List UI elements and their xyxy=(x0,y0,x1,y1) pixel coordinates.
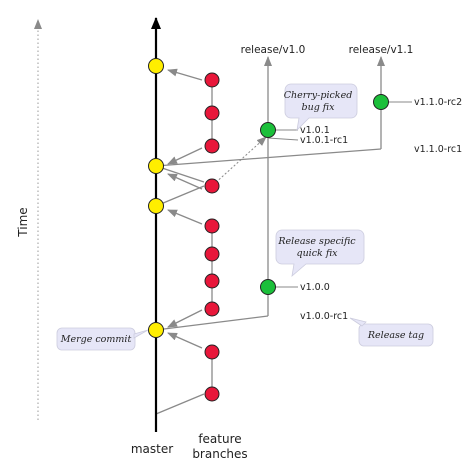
feature-commit xyxy=(204,344,220,360)
branch-line-release-v1-0 xyxy=(155,315,269,331)
cherry-pick-note-line1: Cherry-picked xyxy=(284,90,353,101)
master-label: master xyxy=(131,442,173,456)
branch-line-release-v1-1 xyxy=(155,148,382,167)
master-commit xyxy=(148,198,164,214)
release-commits xyxy=(260,94,389,295)
feature-commit xyxy=(204,273,220,289)
release-branch-label: release/v1.0 xyxy=(241,44,306,56)
merge-arrow xyxy=(167,309,203,328)
release-tag-note-text: Release tag xyxy=(367,330,424,341)
feature-commit xyxy=(204,138,220,154)
fork-line xyxy=(155,185,205,207)
tag-label: v1.0.1 xyxy=(300,125,330,136)
feature-branches-label-2: branches xyxy=(192,447,247,461)
merge-arrow xyxy=(167,147,203,165)
feature-commit xyxy=(204,218,220,234)
quick-fix-note-line1: Release specific xyxy=(277,236,356,247)
cherry-pick-note-line2: bug fix xyxy=(302,102,336,113)
feature-commit xyxy=(204,386,220,402)
master-commit xyxy=(148,58,164,74)
merge-arrow xyxy=(167,173,203,190)
master-commits xyxy=(148,58,164,338)
feature-branches-label-1: feature xyxy=(198,432,241,446)
feature-commit xyxy=(204,246,220,262)
feature-commit xyxy=(204,105,220,121)
tag-label: v1.0.0-rc1 xyxy=(300,311,348,322)
merge-commit-note-text: Merge commit xyxy=(60,334,132,345)
tag-label: v1.0.0 xyxy=(300,282,330,293)
merge-arrow xyxy=(167,209,203,225)
release-commit xyxy=(260,122,276,138)
feature-commits xyxy=(204,72,220,402)
feature-commit xyxy=(204,301,220,317)
merge-arrow xyxy=(167,68,203,81)
tag-label: v1.1.0-rc1 xyxy=(414,144,462,155)
merge-arrow xyxy=(167,332,203,349)
release-commit xyxy=(260,279,276,295)
cherry-pick-note: Cherry-picked bug fix xyxy=(284,83,358,132)
quick-fix-note: Release specific quick fix xyxy=(275,229,365,278)
fork-line xyxy=(155,393,205,415)
feature-commit xyxy=(204,72,220,88)
master-commit xyxy=(148,158,164,174)
quick-fix-note-line2: quick fix xyxy=(296,248,338,259)
fork-line xyxy=(155,165,205,183)
release-commit xyxy=(373,94,389,110)
merge-commit-note: Merge commit xyxy=(56,327,149,351)
release-tag-note: Release tag xyxy=(349,317,434,347)
release-branch-label: release/v1.1 xyxy=(349,44,414,56)
tag-connector-v101rc1 xyxy=(267,137,299,141)
feature-commit xyxy=(204,178,220,194)
master-commit xyxy=(148,322,164,338)
tag-label: v1.1.0-rc2 xyxy=(414,97,462,108)
tag-label: v1.0.1-rc1 xyxy=(300,135,348,146)
time-label: Time xyxy=(16,207,30,237)
